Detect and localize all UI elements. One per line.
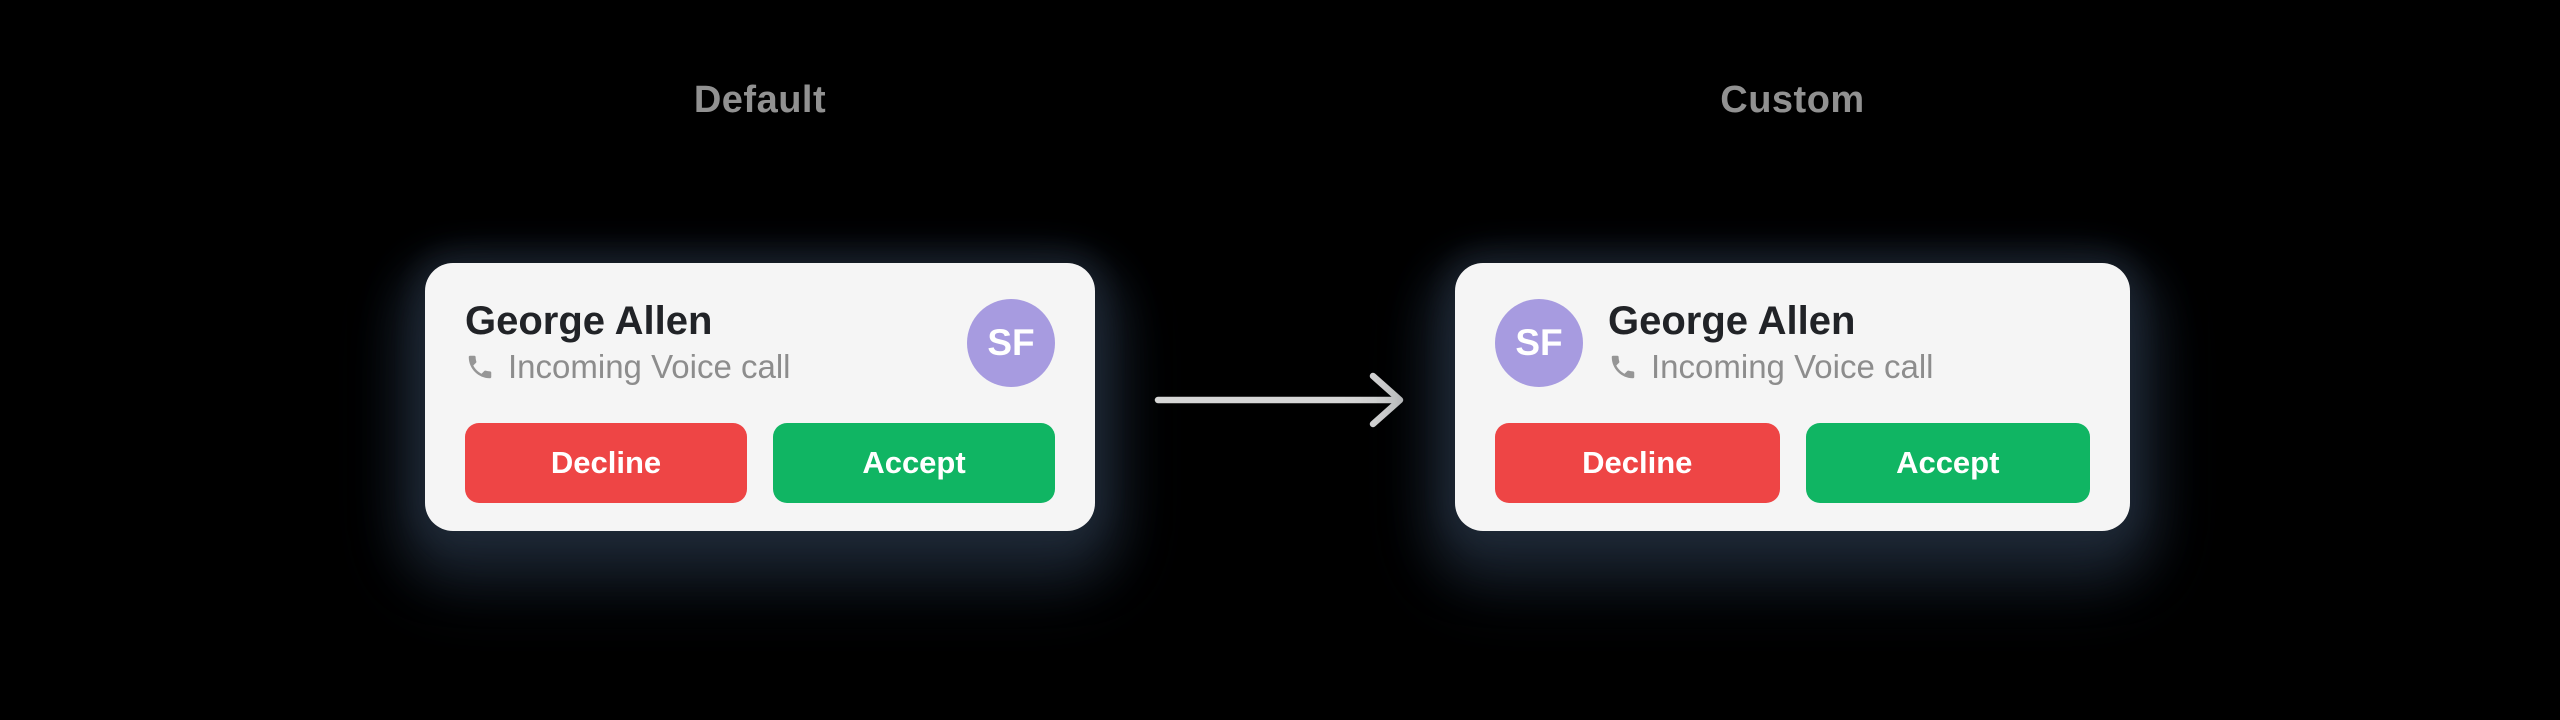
phone-icon [1608, 352, 1638, 382]
accept-button[interactable]: Accept [773, 423, 1055, 503]
panel-default-label: Default [693, 79, 827, 121]
panel-custom-label: Custom [1720, 79, 1865, 121]
avatar-initials: SF [987, 322, 1035, 363]
button-row: Decline Accept [465, 423, 1055, 503]
call-type-row: Incoming Voice call [1608, 345, 1933, 389]
button-row: Decline Accept [1495, 423, 2090, 503]
caller-text-block: George Allen Incoming Voice call [1608, 297, 1933, 389]
call-type-label: Incoming Voice call [1651, 348, 1934, 385]
caller-name: George Allen [1608, 299, 1856, 343]
panel-default: Default George Allen Incoming Voice call… [425, 78, 1095, 531]
arrow-right-icon [1150, 368, 1410, 432]
card-header: SF George Allen Incoming Voice call [1495, 297, 2090, 389]
decline-button[interactable]: Decline [1495, 423, 1780, 503]
avatar: SF [967, 299, 1055, 387]
decline-button[interactable]: Decline [465, 423, 747, 503]
call-card-default: George Allen Incoming Voice call SF Decl… [425, 263, 1095, 531]
call-card-custom: SF George Allen Incoming Voice call Decl… [1455, 263, 2130, 531]
avatar-initials: SF [1515, 322, 1563, 363]
call-type-row: Incoming Voice call [465, 345, 790, 389]
call-type-label: Incoming Voice call [508, 348, 791, 385]
avatar: SF [1495, 299, 1583, 387]
phone-icon [465, 352, 495, 382]
caller-text-block: George Allen Incoming Voice call [465, 297, 790, 389]
panel-custom: Custom SF George Allen Incoming Voice ca… [1455, 78, 2130, 531]
accept-button[interactable]: Accept [1805, 423, 2090, 503]
card-header: George Allen Incoming Voice call SF [465, 297, 1055, 389]
caller-name: George Allen [465, 299, 713, 343]
